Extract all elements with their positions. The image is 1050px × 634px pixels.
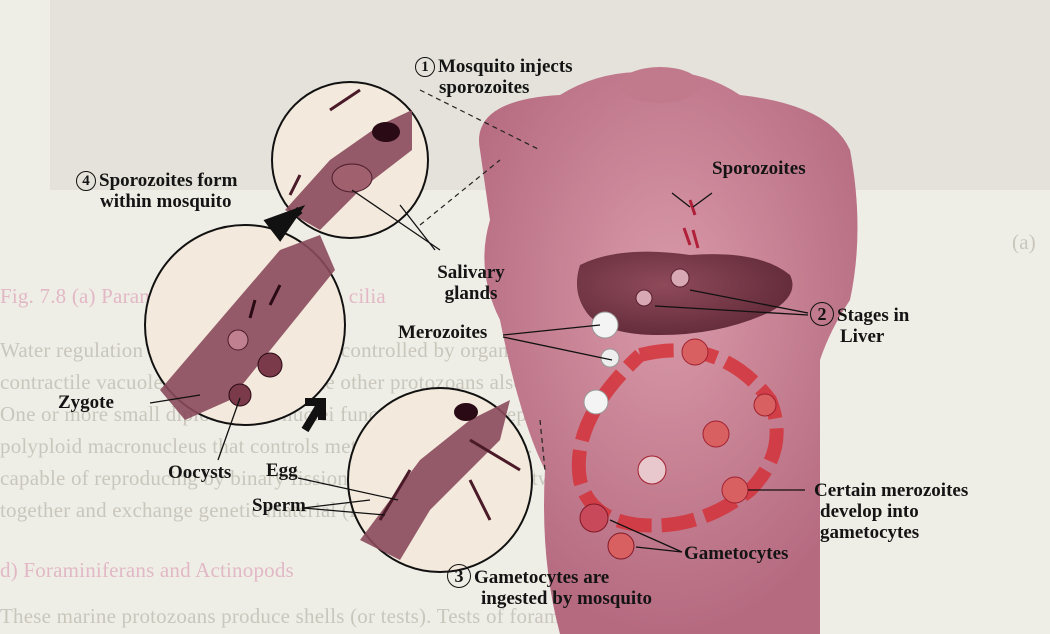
rbc-cell — [682, 339, 708, 365]
certain-line2: develop into — [820, 501, 919, 522]
salivary-line2: glands — [445, 283, 498, 304]
mosquito-midgut-circle — [145, 225, 345, 425]
gametocyte-cell — [722, 477, 748, 503]
label-egg: Egg — [266, 460, 298, 481]
label-merozoites: Merozoites — [398, 322, 487, 343]
label-sporozoites: Sporozoites — [712, 158, 806, 179]
label-certain-merozoites: Certain merozoites develop into gametocy… — [814, 480, 968, 543]
step-1-text-line1: Mosquito injects — [438, 56, 573, 77]
step-3-number: 3 — [447, 564, 471, 588]
label-salivary-glands: Salivary glands — [426, 262, 516, 304]
certain-line1: Certain merozoites — [814, 480, 968, 501]
rbc-cell — [638, 456, 666, 484]
arrow-to-salivary — [270, 210, 300, 235]
neck — [620, 67, 700, 103]
step-1-number: 1 — [415, 57, 435, 77]
label-sperm: Sperm — [252, 495, 306, 516]
step-1-text-line2: sporozoites — [439, 77, 529, 98]
step-3-text-line1: Gametocytes are — [474, 567, 609, 588]
gametocyte-cell — [608, 533, 634, 559]
step-4-text-line1: Sporozoites form — [99, 170, 237, 191]
step-4-text-line2: within mosquito — [100, 191, 231, 212]
step-2-text-line1: Stages in — [837, 305, 909, 326]
salivary-line1: Salivary — [437, 262, 505, 283]
gametocyte-cell — [580, 504, 608, 532]
step-3-text-line2: ingested by mosquito — [481, 588, 652, 609]
liver-stage-cell — [636, 290, 652, 306]
label-gametocytes: Gametocytes — [684, 543, 788, 564]
label-zygote: Zygote — [58, 392, 114, 413]
mosquito-fertilisation-circle — [348, 388, 532, 572]
step-2-number: 2 — [810, 302, 834, 326]
rbc-cell — [754, 394, 776, 416]
step-2-text-line2: Liver — [840, 326, 884, 347]
label-oocysts: Oocysts — [168, 462, 231, 483]
step-4-number: 4 — [76, 171, 96, 191]
rbc-cell — [703, 421, 729, 447]
liver-stage-cell — [671, 269, 689, 287]
certain-line3: gametocytes — [820, 522, 919, 543]
merozoite-cluster — [584, 390, 608, 414]
arrow-to-midgut — [305, 402, 322, 430]
